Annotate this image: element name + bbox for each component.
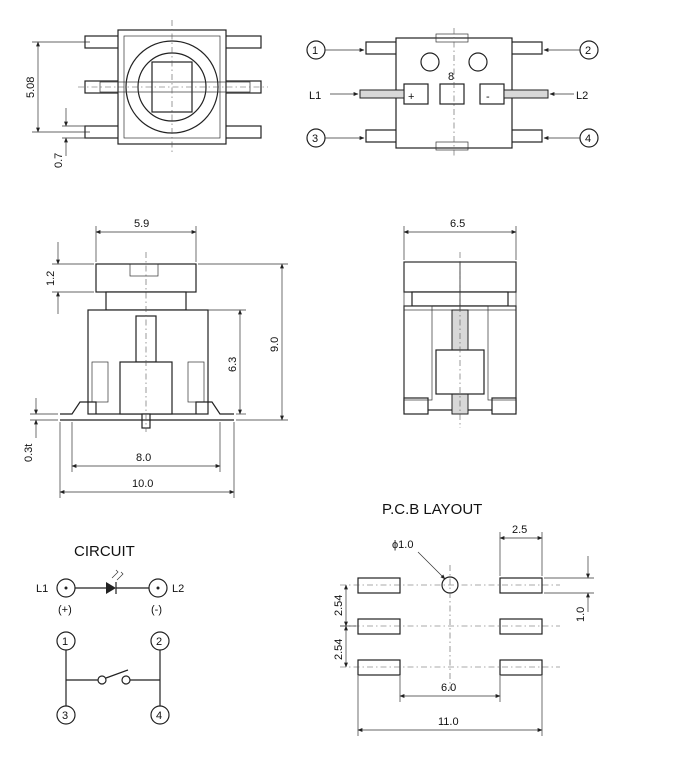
- circuit-plus: (+): [58, 604, 72, 616]
- pcb-pad: [499, 577, 543, 594]
- pcb-pad-height: 1.0: [575, 607, 587, 622]
- pcb-inner-span: 6.0: [441, 682, 456, 694]
- bottom-l2-label: L2: [576, 90, 588, 102]
- bottom-pin-1: 1: [312, 45, 318, 57]
- pcb-outer-span: 11.0: [438, 716, 459, 728]
- dim-top-lead: 0.7: [53, 153, 65, 168]
- circuit-pin-1: 1: [62, 636, 68, 648]
- top-lead-bl: [84, 125, 122, 139]
- pcb-pad: [499, 659, 543, 676]
- pcb-pad: [357, 618, 401, 635]
- bottom-l1-label: L1: [309, 90, 321, 102]
- bottom-pin-3: 3: [312, 133, 318, 145]
- circuit-diagram: CIRCUIT L1 L2 (+) (-) 1 2 3 4: [36, 543, 184, 725]
- side-view: 6.5: [403, 218, 517, 428]
- dim-front-overall: 10.0: [132, 478, 153, 490]
- circuit-pin-4: 4: [156, 710, 162, 722]
- circuit-title: CIRCUIT: [74, 543, 135, 560]
- pcb-layout: P.C.B LAYOUT ϕ1.0 2.5 2.54 2.54 1.0: [333, 501, 594, 736]
- bottom-plus: +: [408, 91, 414, 103]
- top-view: 5.08 0.7: [25, 20, 268, 168]
- top-lead-tl: [84, 35, 122, 49]
- dim-front-lead-thk: 0.3t: [23, 444, 35, 462]
- top-lead-ml: [84, 80, 122, 94]
- circuit-pin-2: 2: [156, 636, 162, 648]
- circuit-l1: L1: [36, 583, 48, 595]
- pcb-pitch-a: 2.54: [333, 595, 345, 616]
- top-lead-br: [224, 125, 262, 139]
- dim-top-height: 5.08: [25, 77, 37, 98]
- dim-front-lead-span: 8.0: [136, 452, 151, 464]
- pcb-title: P.C.B LAYOUT: [382, 501, 482, 518]
- circuit-l2: L2: [172, 583, 184, 595]
- pcb-pad-width: 2.5: [512, 524, 527, 536]
- pcb-pad: [357, 577, 401, 594]
- bottom-pin-2: 2: [585, 45, 591, 57]
- dim-front-cap: 1.2: [45, 271, 57, 286]
- pcb-hole-label: ϕ1.0: [392, 539, 413, 551]
- pcb-pad: [499, 618, 543, 635]
- dim-front-total: 9.0: [269, 337, 281, 352]
- dim-side-width: 6.5: [450, 218, 465, 230]
- bottom-center-mark: 8: [448, 71, 454, 83]
- bottom-minus: -: [486, 91, 490, 103]
- pcb-pitch-b: 2.54: [333, 639, 345, 660]
- led-symbol: [106, 582, 116, 594]
- front-view: 5.9 1.2 6.3 9.0 0.3t 8.0 10.0: [23, 218, 288, 498]
- dim-front-body: 6.3: [227, 357, 239, 372]
- bottom-view: 8 + - 1 2 3 4 L1 L2: [306, 28, 599, 158]
- circuit-minus: (-): [151, 604, 162, 616]
- bottom-pin-4: 4: [585, 133, 591, 145]
- dim-front-width: 5.9: [134, 218, 149, 230]
- top-lead-tr: [224, 35, 262, 49]
- pcb-pad: [357, 659, 401, 676]
- switch-contact: [105, 669, 129, 679]
- circuit-pin-3: 3: [62, 710, 68, 722]
